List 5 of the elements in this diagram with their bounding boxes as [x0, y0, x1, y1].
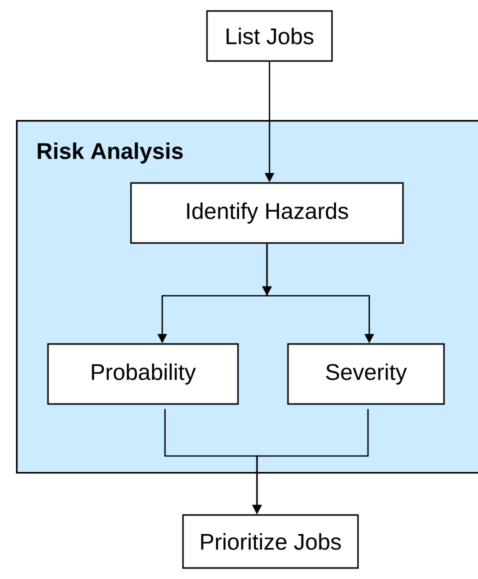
- process-box: Probability: [47, 343, 239, 405]
- process-box: Severity: [287, 343, 445, 405]
- process-box: Prioritize Jobs: [182, 514, 359, 569]
- process-box: List Jobs: [206, 10, 333, 62]
- process-box: Identify Hazards: [130, 182, 404, 244]
